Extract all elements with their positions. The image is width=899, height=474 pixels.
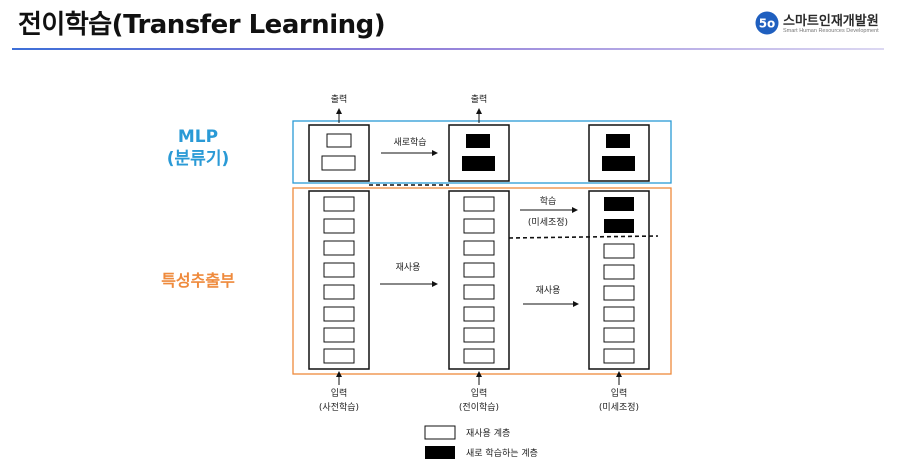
extractor-box-1 (308, 190, 370, 370)
legend-reused-label: 재사용 계층 (466, 427, 510, 439)
feature-region (292, 187, 672, 375)
new-trained-layer (602, 156, 635, 171)
reused-layer (323, 327, 355, 343)
logo-name: 스마트인재개발원 (783, 14, 879, 29)
reused-layer (463, 327, 495, 343)
arrow-label-train: 학습 (540, 196, 557, 207)
classifier-box-1 (308, 124, 370, 182)
classifier-box-3 (588, 124, 650, 182)
reused-layer (463, 218, 495, 234)
reused-layer (603, 327, 635, 343)
caption-finetune: (미세조정) (599, 402, 639, 413)
new-trained-layer (604, 219, 634, 233)
reused-layer (323, 306, 355, 322)
column-pretraining: 출력 입력 (사전학습) (308, 93, 370, 413)
logo-mark-icon: 5o (755, 11, 779, 35)
legend: 재사용 계층 새로 학습하는 계층 (424, 425, 538, 459)
reused-layer (463, 348, 495, 364)
input-label-1: 입력 (331, 387, 348, 399)
reused-layer (603, 348, 635, 364)
input-label-3: 입력 (611, 387, 628, 399)
reused-layer (323, 240, 355, 256)
legend-new-label: 새로 학습하는 계층 (466, 447, 538, 459)
arrow-label-reuse-2: 재사용 (536, 285, 561, 296)
column-transfer: 출력 입력 (전이학습) (448, 93, 510, 413)
reused-layer (603, 306, 635, 322)
finetune-boundary-dashed (508, 235, 659, 239)
arrow-label-finetune: (미세조정) (528, 217, 568, 228)
column-finetune: 입력 (미세조정) (588, 124, 650, 413)
extractor-box-2 (448, 190, 510, 370)
company-logo: 5o 스마트인재개발원 Smart Human Resources Develo… (755, 9, 885, 39)
reused-layer (323, 196, 355, 212)
legend-new-swatch (425, 446, 455, 459)
reused-layer (323, 218, 355, 234)
svg-text:5o: 5o (759, 17, 776, 31)
reused-layer (463, 306, 495, 322)
new-trained-layer (462, 156, 495, 171)
reused-layer (603, 243, 635, 259)
caption-transfer: (전이학습) (459, 402, 499, 413)
reused-layer (603, 285, 635, 301)
extractor-box-3 (588, 190, 650, 370)
feature-extractor-label: 특성추출부 (161, 271, 235, 290)
reused-layer (321, 155, 356, 171)
mlp-label-line1: MLP (177, 127, 219, 147)
reused-layer (463, 284, 495, 300)
new-trained-layer (604, 197, 634, 211)
new-trained-layer (466, 134, 490, 148)
reused-layer (463, 196, 495, 212)
new-trained-layer (606, 134, 630, 148)
mlp-region (292, 120, 672, 184)
arrow-label-new-training: 새로학습 (393, 137, 426, 148)
mlp-label: MLP (분류기) (148, 126, 248, 170)
input-label-2: 입력 (471, 387, 488, 399)
reused-layer (323, 284, 355, 300)
logo-subtitle: Smart Human Resources Development (783, 28, 879, 34)
legend-reused-swatch (424, 425, 456, 440)
classifier-box-2 (448, 124, 510, 182)
reused-layer (463, 240, 495, 256)
reused-layer (323, 262, 355, 278)
reused-layer (326, 133, 352, 148)
output-label-2: 출력 (471, 93, 488, 105)
mlp-label-line2: (분류기) (166, 149, 230, 169)
header-divider (12, 48, 884, 50)
reused-layer (603, 264, 635, 280)
arrow-label-reuse-1: 재사용 (396, 262, 421, 273)
reused-layer (323, 348, 355, 364)
output-label-1: 출력 (331, 93, 348, 105)
caption-pretraining: (사전학습) (319, 402, 359, 413)
page-title: 전이학습(Transfer Learning) (18, 10, 386, 40)
reused-layer (463, 262, 495, 278)
